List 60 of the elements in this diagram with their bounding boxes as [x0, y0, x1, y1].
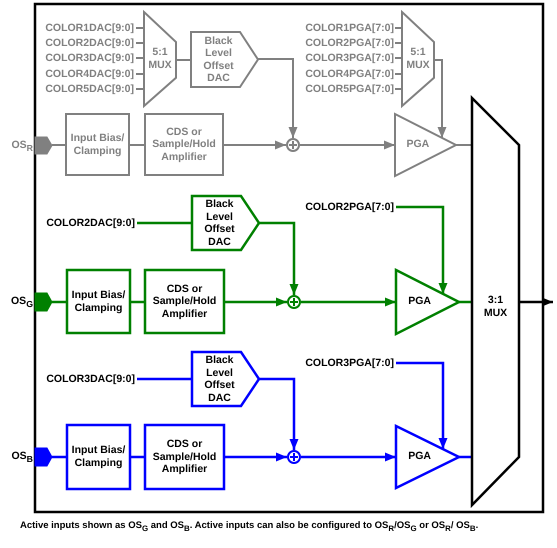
connector-line: [52, 144, 66, 146]
process-box: CDS or Sample/Hold Amplifier: [145, 425, 224, 489]
signal-label: COLOR4PGA[7:0]: [305, 67, 394, 81]
connector-line: [459, 456, 472, 458]
connector-line: [130, 300, 145, 304]
arrow: [519, 298, 553, 306]
process-box: Input Bias/ Clamping: [67, 270, 130, 333]
process-box: CDS or Sample/Hold Amplifier: [145, 114, 223, 175]
connector-line: [137, 378, 192, 380]
signal-label: COLOR2DAC[9:0]: [45, 36, 134, 50]
signal-label: COLOR5DAC[9:0]: [45, 82, 134, 96]
signal-label: COLOR3DAC[9:0]: [46, 372, 135, 386]
arrow: [396, 362, 448, 449]
signal-label: COLOR5PGA[7:0]: [305, 82, 394, 96]
signal-label: COLOR3DAC[9:0]: [45, 51, 134, 65]
connector-line: [176, 59, 191, 61]
arrow: [224, 452, 287, 462]
arrow: [258, 58, 298, 138]
caption: Active inputs shown as OS$_{G}$ and OS$_{B}$. Active inputs can also be configured to OS$_{R}$/OS$_{G}$ or OS$_{R}$/ OS$_{B}$.: [20, 520, 478, 533]
arrow: [259, 222, 298, 295]
dac-block: Black Level Offset DAC: [191, 32, 258, 87]
summing-junction: [287, 295, 301, 309]
arrow: [223, 140, 286, 150]
connector-line: [129, 144, 145, 146]
input-pin: OS$_{B}$: [4, 448, 52, 466]
connector-line: [52, 300, 67, 304]
dac-block: Black Level Offset DAC: [192, 352, 259, 406]
amplifier-triangle: PGA: [396, 426, 459, 488]
mux-block: 5:1 MUX: [144, 12, 176, 106]
connector-line: [52, 456, 67, 458]
arrow: [434, 59, 446, 138]
amplifier-triangle: PGA: [395, 114, 456, 176]
connector-line: [456, 144, 472, 146]
connector-line: [137, 222, 192, 224]
signal-label: COLOR2DAC[9:0]: [46, 216, 135, 230]
arrow: [300, 140, 395, 150]
process-box: Input Bias/ Clamping: [66, 114, 129, 175]
process-box: CDS or Sample/Hold Amplifier: [145, 270, 224, 333]
signal-label: COLOR2PGA[7:0]: [305, 36, 394, 50]
arrow: [301, 298, 396, 306]
mux-block: 5:1 MUX: [402, 12, 434, 106]
summing-junction: [286, 138, 300, 152]
signal-label: COLOR4DAC[9:0]: [45, 67, 134, 81]
signal-label: COLOR3PGA[7:0]: [305, 356, 394, 370]
arrow: [396, 206, 448, 294]
signal-label: COLOR1PGA[7:0]: [305, 21, 394, 35]
amplifier-triangle: PGA: [396, 270, 459, 334]
arrow: [224, 298, 287, 306]
arrow: [259, 378, 298, 450]
process-box: Input Bias/ Clamping: [67, 425, 130, 489]
connector-line: [459, 300, 472, 304]
signal-label: COLOR2PGA[7:0]: [305, 200, 394, 214]
input-pin: OS$_{G}$: [4, 293, 52, 311]
dac-block: Black Level Offset DAC: [192, 196, 259, 250]
input-pin: OS$_{R}$: [4, 137, 52, 154]
summing-junction: [287, 450, 301, 464]
signal-label: COLOR3PGA[7:0]: [305, 51, 394, 65]
signal-label: COLOR1DAC[9:0]: [45, 21, 134, 35]
connector-line: [130, 456, 145, 458]
arrow: [301, 452, 396, 462]
